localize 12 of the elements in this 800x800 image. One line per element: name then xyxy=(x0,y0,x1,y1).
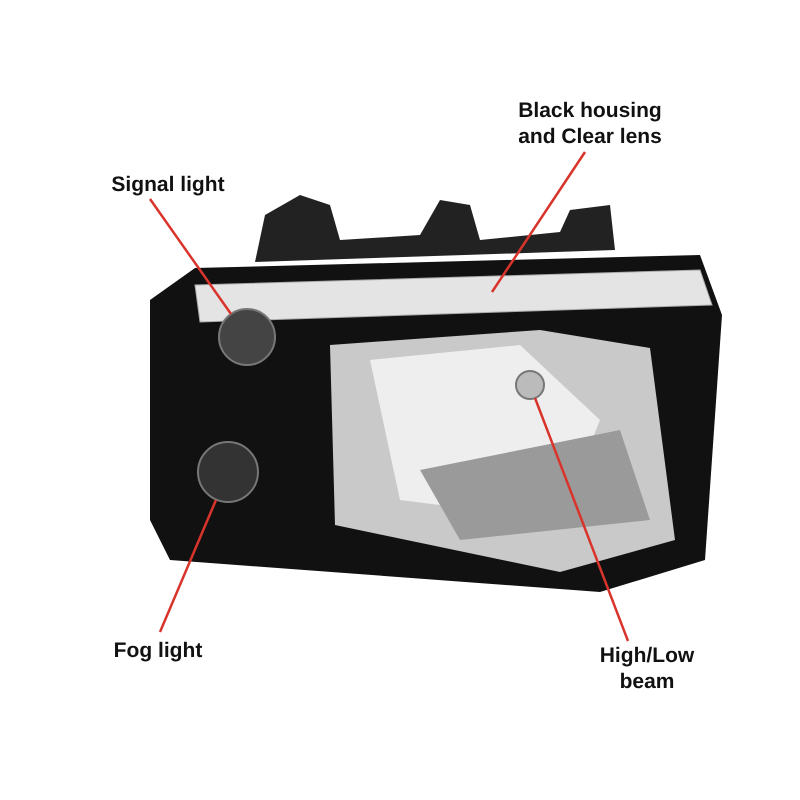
leader-line xyxy=(158,500,218,632)
clear-lens-strip xyxy=(194,269,713,323)
callout-label: Signal light xyxy=(108,172,228,198)
leader-line xyxy=(148,198,232,315)
callout-label: High/Low beam xyxy=(572,643,722,695)
leader-line xyxy=(490,151,586,293)
fog-light xyxy=(197,441,259,503)
signal-light xyxy=(218,308,276,366)
leader-line xyxy=(534,398,630,642)
callout-label: Fog light xyxy=(108,638,208,664)
bulb xyxy=(515,370,545,400)
callout-label: Black housing and Clear lens xyxy=(510,98,670,150)
